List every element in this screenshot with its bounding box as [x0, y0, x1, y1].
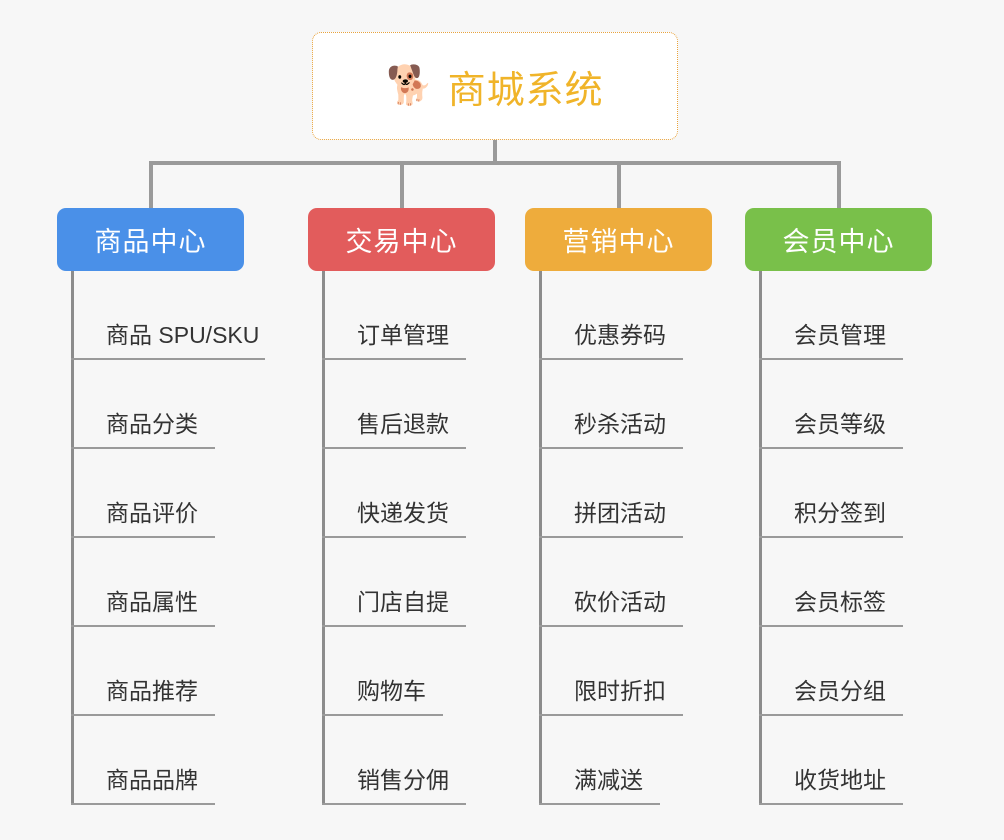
connector-drop-4	[837, 161, 841, 209]
branch-item-label: 砍价活动	[574, 589, 666, 615]
shiba-inu-dog-face-icon: 🐕	[386, 65, 434, 107]
branch-item-underline	[759, 358, 903, 360]
branch-item-underline	[71, 536, 215, 538]
branch-item-label: 门店自提	[357, 589, 449, 615]
connector-drop-2	[400, 161, 404, 209]
branch-item-label: 销售分佣	[357, 767, 449, 793]
branch-item-label: 商品推荐	[106, 678, 198, 704]
branch-item-label: 会员标签	[794, 589, 886, 615]
branch-item-underline	[539, 536, 683, 538]
root-node[interactable]: 🐕 商城系统	[312, 32, 678, 140]
branch-item-label: 限时折扣	[574, 678, 666, 704]
branch-item-label: 售后退款	[357, 411, 449, 437]
branch-item-label: 会员管理	[794, 322, 886, 348]
branch-item-label: 商品评价	[106, 500, 198, 526]
branch-item-label: 满减送	[574, 767, 643, 793]
branch-header-label: 营销中心	[562, 227, 675, 257]
branch-item-label: 商品 SPU/SKU	[106, 322, 260, 348]
branch-item-underline	[71, 358, 265, 360]
branch-spine	[539, 271, 542, 805]
branch-header-button[interactable]: 会员中心	[745, 208, 932, 271]
branch-item-label: 订单管理	[357, 322, 449, 348]
branch-item-underline	[759, 714, 903, 716]
branch-spine	[71, 271, 74, 805]
branch-item-underline	[322, 625, 466, 627]
branch-item-underline	[759, 447, 903, 449]
branch-item-underline	[759, 803, 903, 805]
branch-item-underline	[71, 714, 215, 716]
branch-item-label: 商品属性	[106, 589, 198, 615]
branch-item-underline	[71, 625, 215, 627]
branch-item-label: 会员等级	[794, 411, 886, 437]
branch-header-label: 交易中心	[345, 227, 458, 257]
branch-column-4: 会员中心会员管理会员等级积分签到会员标签会员分组收货地址	[745, 208, 932, 805]
branch-item-label: 秒杀活动	[574, 411, 666, 437]
branch-header-button[interactable]: 营销中心	[525, 208, 712, 271]
branch-item-label: 会员分组	[794, 678, 886, 704]
connector-horizontal-bus	[150, 161, 840, 165]
branch-spine	[322, 271, 325, 805]
branch-item-underline	[322, 714, 443, 716]
branch-item-underline	[759, 536, 903, 538]
branch-item-label: 商品分类	[106, 411, 198, 437]
branch-item-underline	[539, 447, 683, 449]
root-title: 商城系统	[447, 69, 604, 112]
branch-item-label: 收货地址	[794, 767, 886, 793]
branch-header-button[interactable]: 商品中心	[57, 208, 244, 271]
branch-header-button[interactable]: 交易中心	[308, 208, 495, 271]
branch-header-label: 会员中心	[782, 227, 895, 257]
branch-item-underline	[539, 714, 683, 716]
branch-spine	[759, 271, 762, 805]
branch-item-underline	[322, 536, 466, 538]
branch-item-label: 优惠券码	[574, 322, 666, 348]
connector-drop-3	[617, 161, 621, 209]
branch-item-underline	[539, 625, 683, 627]
branch-item-underline	[539, 358, 683, 360]
branch-column-3: 营销中心优惠券码秒杀活动拼团活动砍价活动限时折扣满减送	[525, 208, 712, 805]
branch-header-label: 商品中心	[94, 227, 207, 257]
branch-item-underline	[322, 447, 466, 449]
branch-item-underline	[71, 803, 215, 805]
connector-root-stem	[493, 140, 497, 163]
branch-item-label: 快递发货	[357, 500, 449, 526]
branch-item-underline	[322, 803, 466, 805]
branch-item-underline	[759, 625, 903, 627]
branch-item-label: 商品品牌	[106, 767, 198, 793]
connector-drop-1	[149, 161, 153, 209]
branch-item-underline	[71, 447, 215, 449]
branch-item-underline	[539, 803, 660, 805]
branch-column-1: 商品中心商品 SPU/SKU 商品分类商品评价商品属性商品推荐商品品牌	[57, 208, 265, 805]
branch-item-underline	[322, 358, 466, 360]
branch-item-label: 购物车	[357, 678, 426, 704]
branch-item-label: 积分签到	[794, 500, 886, 526]
branch-column-2: 交易中心订单管理售后退款快递发货门店自提购物车销售分佣	[308, 208, 495, 805]
branch-item-label: 拼团活动	[574, 500, 666, 526]
